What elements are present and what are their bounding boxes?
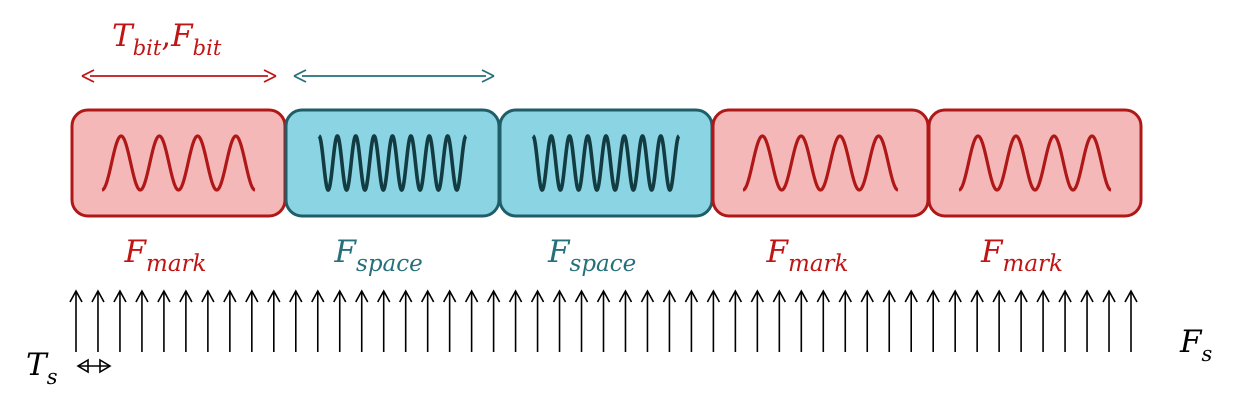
bit-label-main: F	[766, 234, 790, 270]
sample-arrow	[992, 289, 1006, 352]
bit-box-mark	[711, 108, 930, 218]
sample-arrow	[223, 289, 237, 352]
sample-arrow	[355, 289, 369, 352]
bit-period-label: Tbit,Fbit	[112, 18, 222, 60]
bit-label-sub: mark	[1003, 251, 1063, 277]
bit-box-mark	[70, 108, 287, 218]
sample-arrow	[640, 289, 655, 352]
bit-label-mark: Fmark	[124, 234, 207, 277]
bit-label-main: F	[980, 234, 1004, 270]
sample-arrow	[728, 289, 743, 352]
fs-sub: s	[1202, 342, 1213, 366]
bit-label-sub: mark	[788, 251, 848, 277]
bit-duration-arrow-mark	[81, 69, 277, 83]
sample-arrow	[398, 289, 413, 352]
bit-label-main: F	[547, 234, 571, 270]
bit-period-main: T	[112, 18, 135, 54]
sample-arrow	[838, 289, 852, 352]
waveform-space	[531, 134, 681, 192]
sample-arrow	[970, 289, 984, 352]
sample-arrow	[684, 289, 699, 352]
bit-label-mark: Fmark	[766, 234, 849, 277]
sampling-frequency-label: Fs	[1179, 324, 1213, 366]
bit-label-sub: space	[356, 251, 423, 277]
sample-arrow	[486, 289, 501, 352]
sample-arrow	[1080, 289, 1094, 352]
sample-period-indicator	[76, 358, 112, 374]
bit-label-sub: space	[570, 251, 637, 277]
sample-arrow	[706, 289, 721, 352]
sample-arrow	[289, 289, 303, 352]
waveform-space	[317, 134, 468, 192]
sample-arrow	[552, 289, 567, 352]
sample-arrow	[772, 289, 787, 352]
sample-arrow	[530, 289, 545, 352]
sample-arrow	[860, 289, 874, 352]
sample-arrow	[69, 289, 83, 352]
sample-arrow	[420, 289, 435, 352]
sample-arrow	[135, 289, 149, 352]
sample-arrow	[794, 289, 809, 352]
sample-arrow	[245, 289, 259, 352]
bit-label-space: Fspace	[547, 234, 636, 277]
sample-arrow	[442, 289, 457, 352]
sample-arrow	[596, 289, 611, 352]
ts-main: T	[26, 347, 49, 383]
fs-main: F	[1179, 324, 1203, 360]
bit-label-main: F	[334, 234, 358, 270]
sample-arrow	[377, 289, 391, 352]
bit-boxes	[70, 108, 1143, 218]
sample-arrow	[91, 289, 105, 352]
sample-arrow	[574, 289, 589, 352]
sample-arrow	[948, 289, 962, 352]
sample-arrow	[1058, 289, 1072, 352]
sample-arrow	[1102, 289, 1116, 352]
sample-period-label: Ts	[26, 347, 58, 389]
sample-arrow	[816, 289, 830, 352]
sample-arrow	[157, 289, 171, 352]
sample-arrow	[926, 289, 940, 352]
bit-box-space	[498, 108, 714, 218]
waveform-mark	[100, 134, 257, 192]
waveform-mark	[741, 134, 900, 192]
bit-box-mark	[927, 108, 1143, 218]
sample-arrow	[882, 289, 896, 352]
waveform-mark	[957, 134, 1113, 192]
sample-arrow	[750, 289, 765, 352]
sample-arrow	[333, 289, 347, 352]
bit-period-sub: bit	[133, 36, 162, 60]
bit-box-space	[284, 108, 501, 218]
sample-arrow	[201, 289, 215, 352]
sample-arrow	[1124, 289, 1138, 352]
sample-arrow	[618, 289, 633, 352]
bit-freq-sub: bit	[193, 36, 222, 60]
sample-arrow	[508, 289, 523, 352]
sample-arrow	[1014, 289, 1028, 352]
ts-sub: s	[47, 365, 58, 389]
sample-arrow	[1036, 289, 1050, 352]
bit-label-main: F	[124, 234, 148, 270]
sample-arrow	[311, 289, 325, 352]
sample-arrow	[267, 289, 281, 352]
sample-arrow	[662, 289, 677, 352]
bit-duration-arrow-space	[293, 69, 495, 83]
bit-label-space: Fspace	[334, 234, 423, 277]
sample-arrow	[113, 289, 127, 352]
bit-label-sub: mark	[146, 251, 206, 277]
sample-arrow	[179, 289, 193, 352]
sample-arrow	[904, 289, 918, 352]
sample-arrow	[464, 289, 479, 352]
bit-label-mark: Fmark	[980, 234, 1063, 277]
sample-arrows	[69, 289, 1138, 352]
bit-label-sep: ,	[161, 18, 171, 54]
bit-freq-main: F	[170, 18, 194, 54]
